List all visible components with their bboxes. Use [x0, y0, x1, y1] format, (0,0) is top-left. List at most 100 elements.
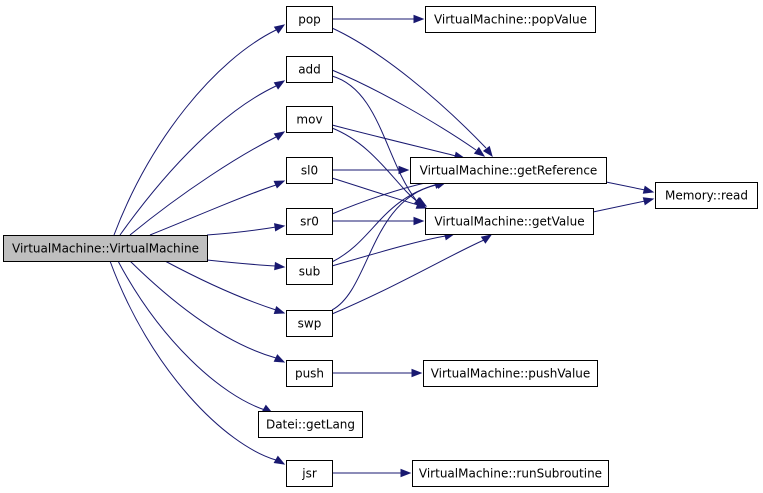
- node-box: [286, 360, 333, 387]
- edge-vm-to-add: [119, 80, 286, 236]
- arrowhead-icon: [400, 468, 412, 478]
- edge-vm-to-jsr: [109, 260, 286, 465]
- edge-vm-to-mov: [129, 131, 286, 236]
- edge-line: [331, 124, 457, 157]
- node-box: [410, 157, 607, 184]
- arrowhead-icon: [273, 24, 286, 34]
- edge-pop-to-getref: [331, 27, 493, 158]
- node-vm[interactable]: VirtualMachine::VirtualMachine: [3, 235, 208, 262]
- arrowhead-icon: [398, 165, 410, 175]
- edge-line: [206, 226, 277, 236]
- node-box: [258, 411, 363, 438]
- node-box: [425, 208, 594, 235]
- node-box: [286, 6, 333, 33]
- node-pushvalue[interactable]: VirtualMachine::pushValue: [423, 360, 598, 387]
- node-getvalue[interactable]: VirtualMachine::getValue: [425, 208, 594, 235]
- edge-line: [113, 29, 277, 236]
- edges-layer: [109, 14, 655, 478]
- edge-line: [129, 136, 277, 236]
- node-box: [423, 360, 598, 387]
- node-label: jsr: [301, 467, 317, 481]
- edge-getvalue-to-memread: [592, 197, 655, 213]
- node-mov[interactable]: mov: [286, 106, 333, 133]
- node-getref[interactable]: VirtualMachine::getReference: [410, 157, 607, 184]
- node-label: VirtualMachine::runSubroutine: [419, 467, 602, 481]
- edge-line: [331, 239, 485, 315]
- node-sub[interactable]: sub: [286, 258, 333, 285]
- node-sl0[interactable]: sl0: [286, 157, 333, 184]
- edge-line: [119, 85, 277, 236]
- arrowhead-icon: [273, 354, 286, 363]
- edge-mov-to-getref: [331, 124, 466, 160]
- node-box: [286, 310, 333, 337]
- node-push[interactable]: push: [286, 360, 333, 387]
- node-label: Memory::read: [665, 189, 748, 203]
- edge-vm-to-swp: [164, 260, 286, 315]
- edge-line: [331, 75, 417, 201]
- edge-line: [331, 27, 487, 149]
- edge-getref-to-memread: [605, 181, 655, 194]
- node-label: VirtualMachine::pushValue: [431, 367, 591, 381]
- edge-vm-to-pop: [113, 24, 286, 236]
- arrowhead-icon: [413, 216, 425, 226]
- arrowhead-icon: [273, 180, 286, 189]
- arrowhead-icon: [273, 306, 286, 315]
- node-box: [286, 106, 333, 133]
- arrowhead-icon: [480, 234, 493, 244]
- node-label: mov: [296, 113, 322, 127]
- edge-add-to-getref: [331, 69, 486, 157]
- node-sr0[interactable]: sr0: [286, 208, 333, 235]
- arrowhead-icon: [415, 200, 428, 209]
- node-box: [286, 56, 333, 83]
- node-label: sl0: [301, 164, 318, 178]
- node-swp[interactable]: swp: [286, 310, 333, 337]
- node-label: VirtualMachine::popValue: [434, 13, 587, 27]
- arrowhead-icon: [273, 455, 286, 465]
- node-getlang[interactable]: Datei::getLang: [258, 411, 363, 438]
- arrowhead-icon: [642, 197, 655, 206]
- edge-sl0-to-getvalue: [331, 177, 428, 209]
- node-memread[interactable]: Memory::read: [655, 182, 758, 209]
- node-label: Datei::getLang: [266, 418, 355, 432]
- node-label: sub: [299, 265, 320, 279]
- edge-line: [331, 69, 477, 151]
- node-label: VirtualMachine::VirtualMachine: [12, 242, 199, 256]
- node-runsub[interactable]: VirtualMachine::runSubroutine: [412, 460, 609, 487]
- arrowhead-icon: [413, 14, 425, 24]
- edge-sr0-to-getvalue: [332, 216, 425, 226]
- edge-jsr-to-runsub: [332, 468, 412, 478]
- edge-pop-to-popvalue: [332, 14, 425, 24]
- edge-line: [206, 259, 277, 267]
- edge-vm-to-sr0: [206, 223, 286, 236]
- edge-line: [149, 184, 277, 236]
- edge-line: [129, 260, 277, 359]
- edge-sub-to-getvalue: [331, 232, 456, 267]
- edge-line: [331, 180, 437, 215]
- arrowhead-icon: [473, 146, 486, 157]
- node-label: add: [298, 63, 321, 77]
- edge-line: [331, 177, 419, 206]
- edge-line: [164, 260, 277, 311]
- node-label: pop: [298, 13, 321, 27]
- node-jsr[interactable]: jsr: [286, 460, 333, 487]
- node-popvalue[interactable]: VirtualMachine::popValue: [425, 6, 596, 33]
- edge-line: [592, 200, 646, 213]
- node-pop[interactable]: pop: [286, 6, 333, 33]
- edge-push-to-pushvalue: [332, 368, 423, 378]
- edge-line: [331, 235, 447, 267]
- arrowhead-icon: [642, 185, 655, 194]
- node-label: swp: [298, 317, 322, 331]
- node-box: [286, 258, 333, 285]
- arrowhead-icon: [482, 145, 493, 158]
- node-box: [655, 182, 758, 209]
- edge-line: [331, 127, 419, 203]
- node-box: [425, 6, 596, 33]
- edge-vm-to-sl0: [149, 180, 286, 236]
- node-box: [3, 235, 208, 262]
- edge-vm-to-push: [129, 260, 286, 363]
- arrowhead-icon: [273, 131, 286, 141]
- edge-line: [605, 181, 646, 191]
- edge-swp-to-getref: [331, 180, 446, 311]
- node-add[interactable]: add: [286, 56, 333, 83]
